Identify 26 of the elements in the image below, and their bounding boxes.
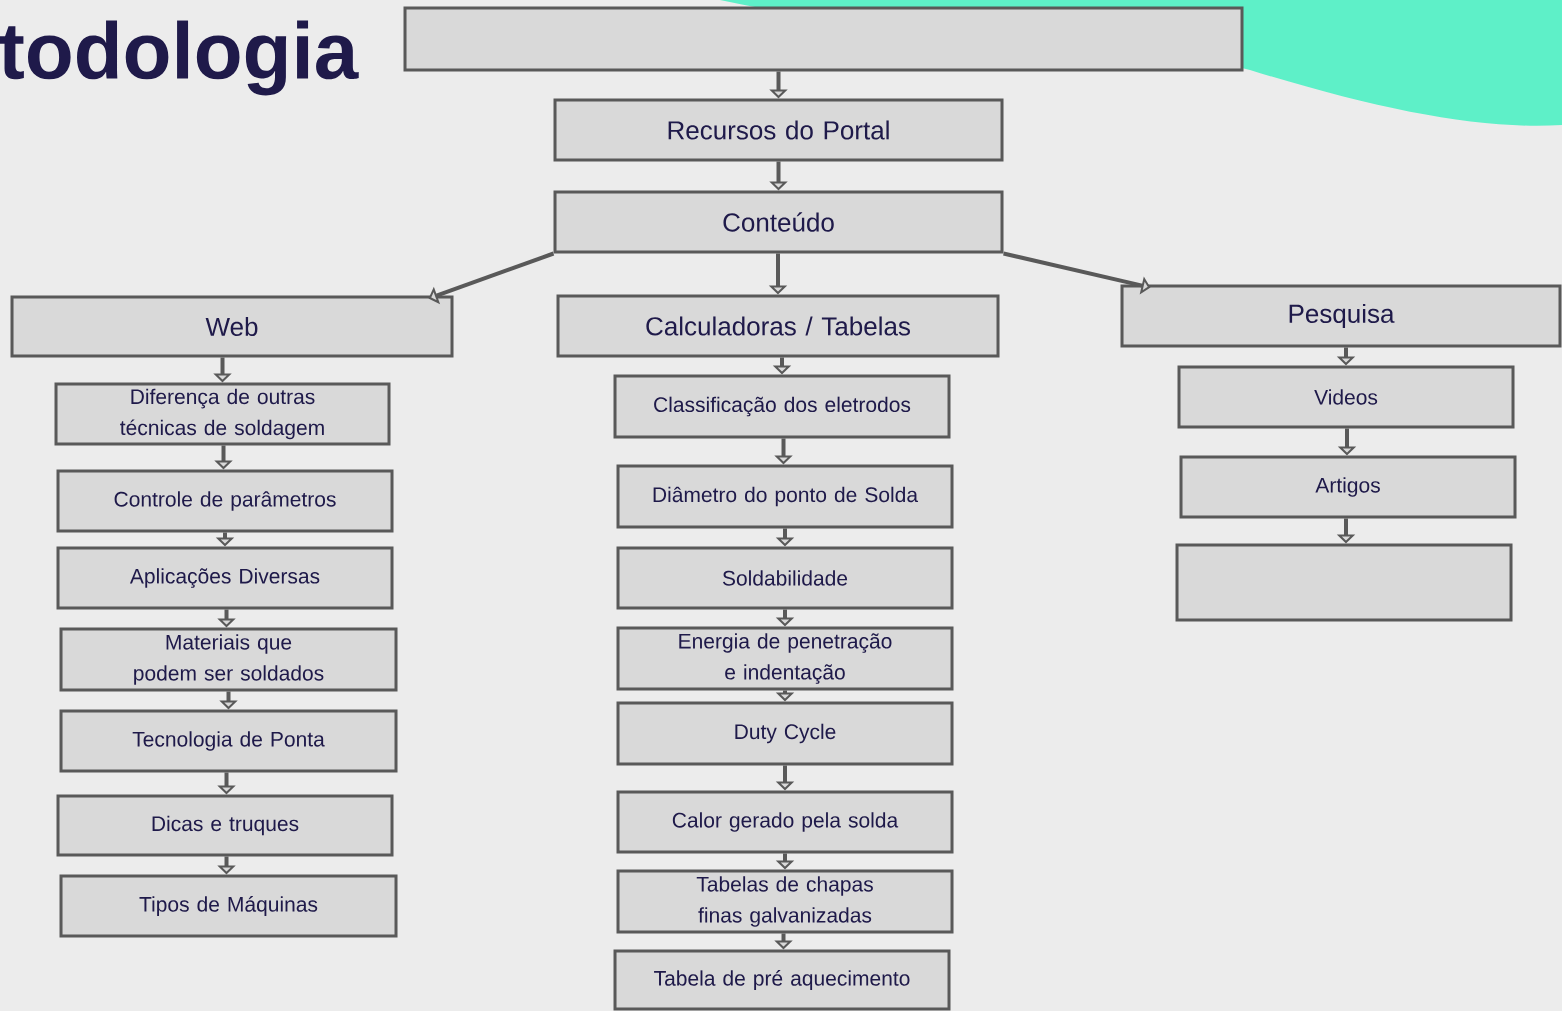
- process-box: Aplicações Diversas: [56, 546, 394, 610]
- process-box: Duty Cycle: [616, 701, 954, 766]
- process-box: Materiais que podem ser soldados: [59, 627, 398, 692]
- process-box: Soldabilidade: [616, 546, 954, 610]
- title: todologia: [0, 20, 359, 96]
- process-box: Diferença de outras técnicas de soldagem: [54, 382, 391, 446]
- process-box: Tabelas de chapas finas galvanizadas: [616, 869, 954, 934]
- empty-box: [1175, 543, 1513, 622]
- empty-box: [403, 6, 1244, 72]
- process-box: Tabela de pré aquecimento: [613, 949, 951, 1011]
- process-box: Calculadoras / Tabelas: [556, 294, 1000, 358]
- process-box: Diâmetro do ponto de Solda: [616, 464, 954, 529]
- process-box: Web: [10, 295, 454, 358]
- arrow: [428, 251, 555, 305]
- process-box: Controle de parâmetros: [56, 469, 394, 533]
- process-box: Videos: [1177, 365, 1515, 429]
- process-box: Artigos: [1179, 455, 1517, 519]
- process-box: Recursos do Portal: [553, 98, 1004, 162]
- process-box: Pesquisa: [1120, 284, 1562, 348]
- process-box: Calor gerado pela solda: [616, 790, 954, 854]
- process-box: Energia de penetração e indentação: [616, 626, 954, 691]
- process-box: Tipos de Máquinas: [59, 874, 398, 938]
- process-box: Tecnologia de Ponta: [59, 709, 398, 773]
- process-box: Dicas e truques: [56, 794, 394, 857]
- process-box: Classificação dos eletrodos: [613, 374, 951, 439]
- process-box: Conteúdo: [553, 190, 1004, 254]
